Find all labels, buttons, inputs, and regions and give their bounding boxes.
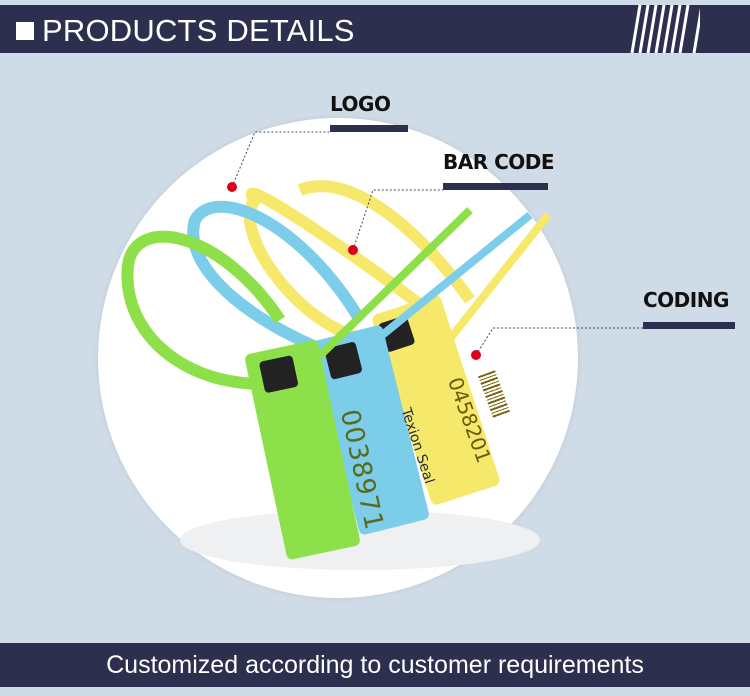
coding-marker-dot [471,350,481,360]
logo-label-underline [330,125,408,132]
coding-label: CODING [643,288,729,312]
yellow-seal [243,180,552,505]
stripes-decoration [630,5,700,53]
header-banner: PRODUCTS DETAILS [0,5,750,53]
blue-seal [187,200,533,535]
green-seal [121,207,473,560]
footer-text: Customized according to customer require… [106,651,644,679]
barcode-label: BAR CODE [443,150,555,174]
page-title: PRODUCTS DETAILS [42,13,355,48]
barcode-label-underline [443,183,548,190]
coding-label-underline [643,322,735,329]
logo-marker-dot [227,182,237,192]
footer-banner: Customized according to customer require… [0,643,750,687]
logo-label: LOGO [330,92,391,116]
barcode-marker-dot [348,245,358,255]
square-bullet-icon [16,22,34,40]
